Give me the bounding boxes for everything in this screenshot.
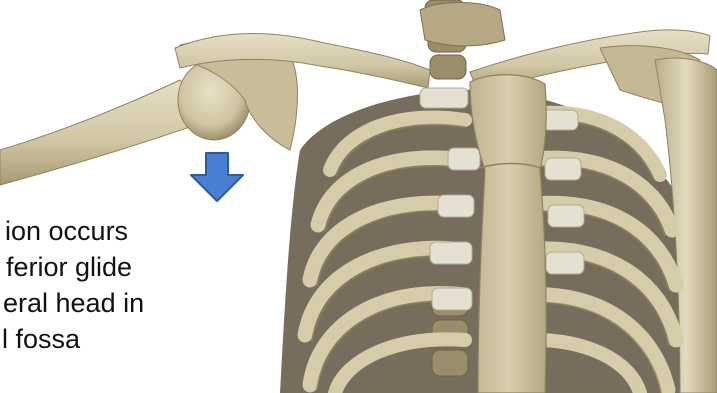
sternum	[470, 75, 546, 393]
caption-line-1: ion occurs	[5, 213, 320, 249]
caption-text: ion occurs ferior glide eral head in l f…	[0, 213, 320, 357]
caption-line-4: l fossa	[2, 321, 320, 357]
caption-line-3: eral head in	[3, 285, 320, 321]
caption-line-2: ferior glide	[6, 249, 320, 285]
down-arrow-icon	[189, 152, 245, 202]
cervical-vertebra	[420, 3, 505, 47]
